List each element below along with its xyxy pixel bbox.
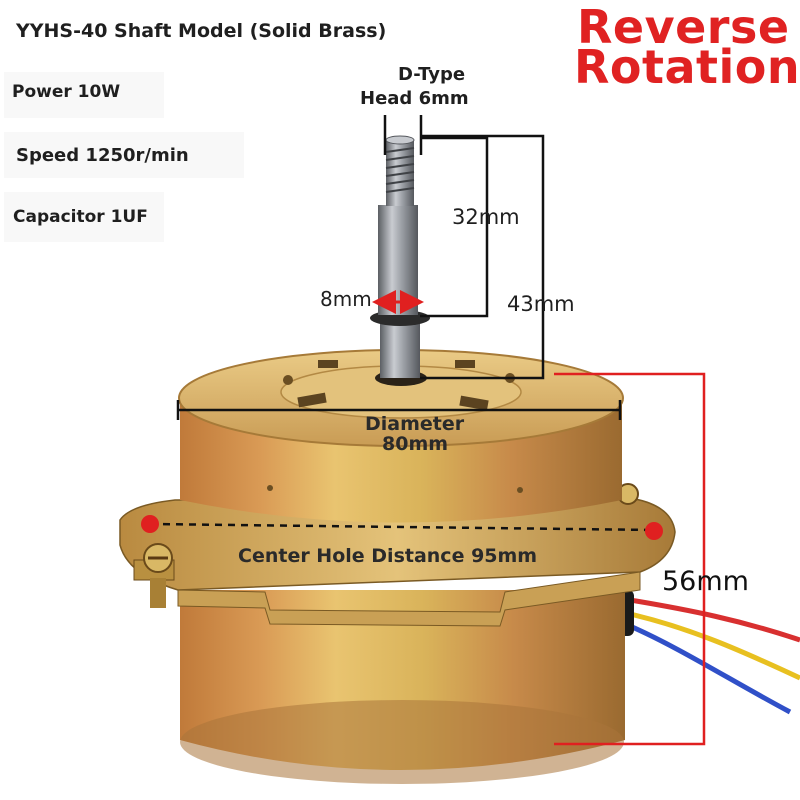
red-dimension-lines [141, 290, 706, 746]
diameter-label-2: 80mm [382, 433, 449, 455]
mounting-screw-left [133, 543, 175, 608]
mounting-flange [119, 483, 676, 627]
spec-capacitor-bg [4, 192, 164, 242]
hole-marker-right [645, 522, 663, 540]
spec-capacitor: Capacitor 1UF [13, 207, 148, 227]
hole-marker-left [141, 515, 159, 533]
height-label: 56mm [662, 566, 749, 597]
motor-upper-housing [178, 349, 624, 523]
badge-line-2: Rotation [574, 40, 800, 94]
spec-power: Power 10W [12, 82, 121, 102]
badge-line-1: Reverse [577, 0, 790, 54]
thread-length-label: 32mm [452, 205, 520, 229]
d-type-label-2: Head 6mm [360, 88, 469, 109]
diameter-label-1: Diameter [365, 413, 465, 435]
shaft-length-label: 43mm [507, 292, 575, 316]
dimension-lines [149, 115, 656, 532]
lead-wires [612, 590, 800, 715]
product-title: YYHS-40 Shaft Model (Solid Brass) [16, 20, 387, 42]
spec-power-bg [4, 72, 164, 118]
spec-speed-bg [4, 132, 244, 178]
d-type-label-1: D-Type [398, 64, 466, 85]
motor-lower-housing [180, 590, 625, 784]
spec-speed: Speed 1250r/min [16, 145, 189, 166]
shaft-diameter-label: 8mm [320, 287, 372, 311]
center-hole-label: Center Hole Distance 95mm [238, 545, 538, 567]
motor-shaft [370, 135, 430, 378]
